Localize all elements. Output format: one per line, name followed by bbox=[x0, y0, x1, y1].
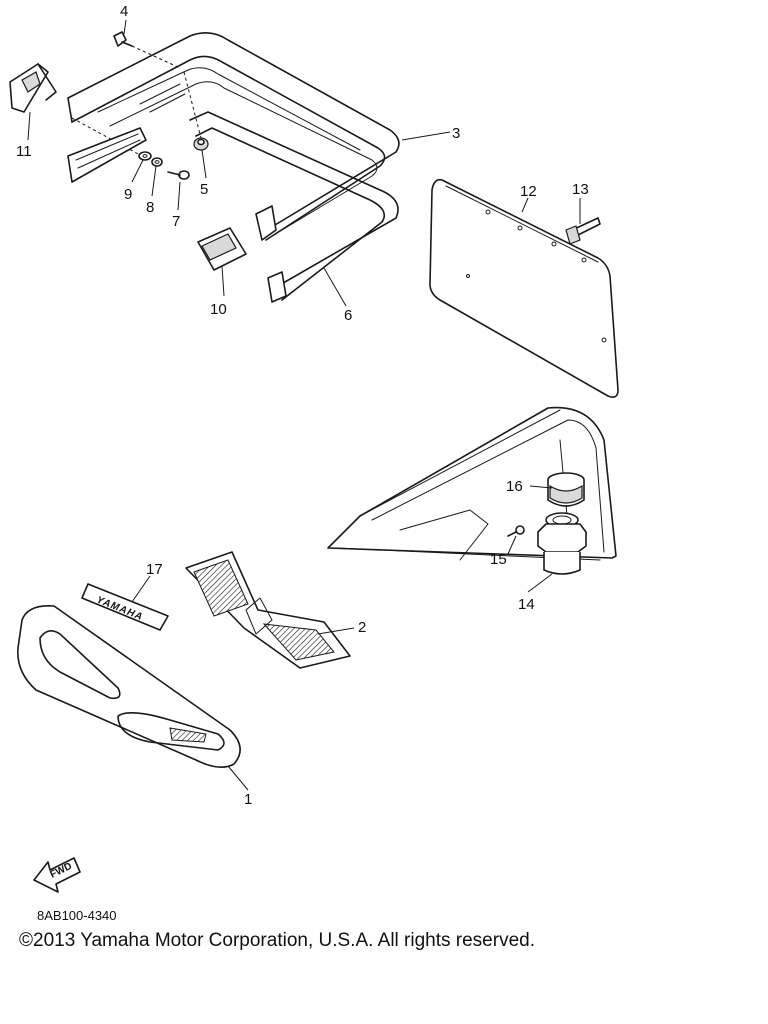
rail-rubber-strip bbox=[67, 127, 147, 183]
callout-16: 16 bbox=[506, 478, 523, 495]
part-7-bolt bbox=[167, 170, 190, 180]
callout-5: 5 bbox=[200, 181, 208, 198]
callout-14: 14 bbox=[518, 596, 535, 613]
assembly-line-4 bbox=[131, 45, 181, 69]
callout-17: 17 bbox=[146, 561, 163, 578]
part-1-grille-cover bbox=[17, 604, 241, 768]
callout-4: 4 bbox=[120, 3, 128, 20]
callout-10: 10 bbox=[210, 301, 227, 318]
callout-11: 11 bbox=[16, 143, 32, 160]
part-12-panel bbox=[429, 178, 619, 398]
copyright-notice: ©2013 Yamaha Motor Corporation, U.S.A. A… bbox=[19, 930, 535, 951]
part-17-emblem: YAMAHA bbox=[81, 583, 169, 631]
part-9-washer bbox=[138, 151, 152, 161]
part-16-cap bbox=[547, 472, 585, 507]
callout-12: 12 bbox=[520, 183, 537, 200]
callout-labels: 4 11 9 8 7 5 3 10 6 12 13 16 15 14 17 2 … bbox=[16, 3, 589, 808]
callout-8: 8 bbox=[146, 199, 154, 216]
assembly-line-9 bbox=[71, 117, 141, 156]
callout-2: 2 bbox=[358, 619, 366, 636]
part-15-screw bbox=[507, 525, 525, 537]
part-6-lower-rail bbox=[189, 111, 399, 303]
leader-lines bbox=[27, 19, 581, 791]
part-5-nut bbox=[193, 137, 209, 151]
part-10-pad bbox=[197, 227, 247, 271]
callout-3: 3 bbox=[452, 125, 460, 142]
fwd-arrow-icon: FWD bbox=[33, 857, 81, 893]
hull-body bbox=[327, 406, 617, 561]
callout-7: 7 bbox=[172, 213, 180, 230]
part-2-intake-grate bbox=[185, 551, 351, 669]
diagram-code: 8AB100-4340 bbox=[37, 908, 117, 923]
part-13-rivet bbox=[565, 217, 601, 245]
callout-1: 1 bbox=[244, 791, 252, 808]
part-4-screw bbox=[113, 31, 133, 47]
assembly-line-5 bbox=[183, 71, 202, 139]
callout-13: 13 bbox=[572, 181, 589, 198]
callout-6: 6 bbox=[344, 307, 352, 324]
part-8-washer bbox=[151, 157, 163, 167]
part-3-rail-frame bbox=[67, 32, 400, 241]
callout-9: 9 bbox=[124, 186, 132, 203]
callout-15: 15 bbox=[490, 551, 507, 568]
part-11-bracket bbox=[9, 63, 57, 113]
part-14-fitting bbox=[537, 512, 587, 575]
